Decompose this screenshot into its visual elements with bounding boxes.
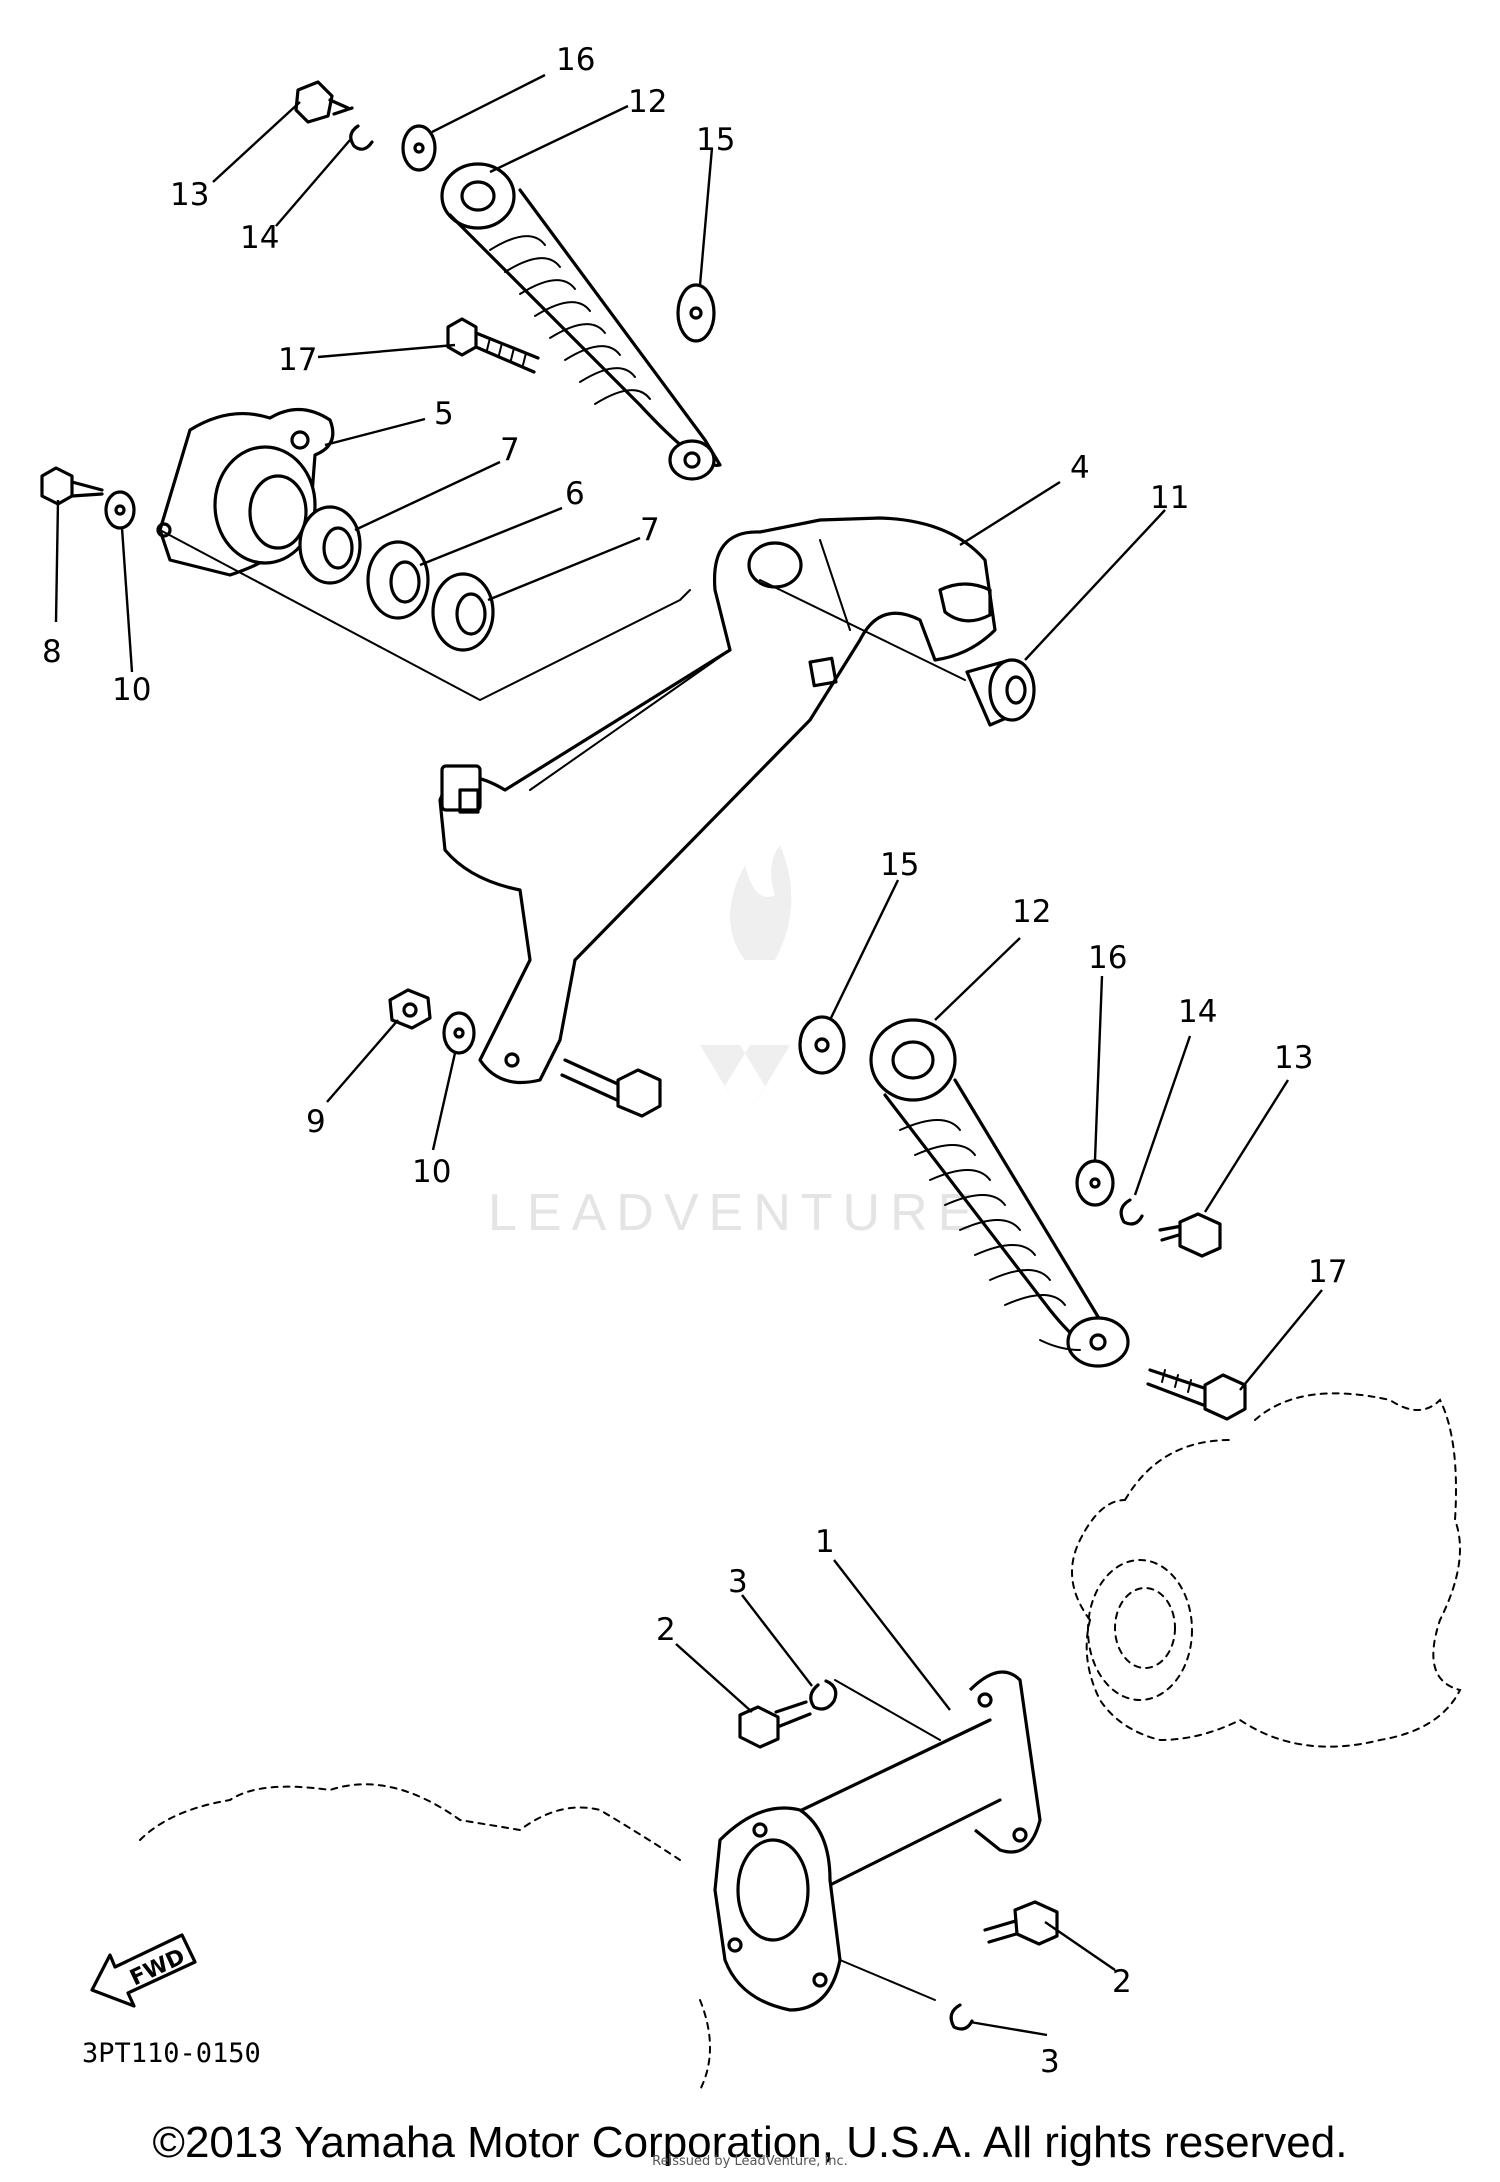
callout-3-lower: 3 <box>1040 2044 1060 2080</box>
callout-10-left: 10 <box>112 672 151 708</box>
bearing-7-left <box>298 505 362 585</box>
callout-9: 9 <box>306 1104 326 1140</box>
callout-1: 1 <box>815 1524 835 1560</box>
bracket-5 <box>156 407 335 577</box>
callout-7-right: 7 <box>640 512 660 548</box>
reissued-notice: Reissued by LeadVenture, Inc. <box>652 2154 848 2169</box>
callout-13-lower: 13 <box>1274 1040 1313 1076</box>
bolt-2-upper <box>738 1700 812 1749</box>
bolt-17-upper <box>446 317 540 374</box>
washer-3-upper <box>809 1679 838 1711</box>
washer-16-upper <box>401 124 437 172</box>
engine-outline <box>139 1392 1462 2091</box>
callout-13-upper: 13 <box>170 177 209 213</box>
bolt-17-lower <box>1146 1368 1247 1421</box>
callout-16-lower: 16 <box>1088 940 1127 976</box>
collar-11 <box>965 658 1036 727</box>
callout-10-right: 10 <box>412 1154 451 1190</box>
callout-7-left: 7 <box>500 432 520 468</box>
bearing-6 <box>366 540 430 620</box>
washer-15-lower <box>798 1015 846 1075</box>
washer-10-right <box>442 1011 476 1055</box>
callout-2-lower: 2 <box>1112 1964 1132 2000</box>
bearing-7-right <box>431 572 495 652</box>
callout-12-upper: 12 <box>628 84 667 120</box>
spring-washer-14-upper <box>349 124 374 151</box>
callout-labels: 16 12 15 13 14 17 5 7 6 7 4 11 8 10 15 1… <box>42 42 1347 2080</box>
assembly-line-bracket <box>159 529 691 701</box>
callout-8: 8 <box>42 634 62 670</box>
shock-absorber-upper <box>440 162 722 481</box>
callout-6: 6 <box>565 476 585 512</box>
spring-washer-14-lower <box>1119 1198 1144 1226</box>
callout-3-upper: 3 <box>728 1564 748 1600</box>
callout-14-upper: 14 <box>240 220 279 256</box>
watermark-text: LEADVENTURE <box>488 1184 982 1242</box>
callout-17-lower: 17 <box>1308 1254 1347 1290</box>
engine-bracket-1 <box>713 1670 1042 2012</box>
leader-lines <box>54 73 1323 2037</box>
callout-5: 5 <box>434 396 454 432</box>
pivot-bolt <box>560 1058 662 1118</box>
bolt-2-lower <box>983 1900 1059 1946</box>
nut-9 <box>388 988 432 1030</box>
rear-arm-4 <box>438 516 997 1085</box>
washer-10-left <box>104 490 136 530</box>
callout-4: 4 <box>1070 450 1090 486</box>
shock-absorber-lower <box>869 1018 1130 1368</box>
bolt-8 <box>40 466 104 506</box>
copyright-notice: ©2013 Yamaha Motor Corporation, U.S.A. A… <box>152 2118 1348 2167</box>
callout-17-upper: 17 <box>278 342 317 378</box>
bolt-13-upper <box>294 80 354 124</box>
callout-15-upper: 15 <box>696 122 735 158</box>
callout-14-lower: 14 <box>1178 994 1217 1030</box>
washer-3-lower <box>949 2003 974 2031</box>
callout-11: 11 <box>1150 480 1189 516</box>
fwd-arrow-icon: FWD <box>90 1933 197 2008</box>
washer-15-upper <box>676 283 716 343</box>
bolt-13-lower <box>1158 1212 1222 1258</box>
callout-12-lower: 12 <box>1012 894 1051 930</box>
callout-15-lower: 15 <box>880 847 919 883</box>
watermark-logo <box>700 845 792 1120</box>
axis-line-11 <box>759 579 966 681</box>
washer-16-lower <box>1075 1159 1115 1207</box>
callout-16-upper: 16 <box>556 42 595 78</box>
drawing-code: 3PT110-0150 <box>82 2038 261 2069</box>
callout-2-upper: 2 <box>656 1612 676 1648</box>
